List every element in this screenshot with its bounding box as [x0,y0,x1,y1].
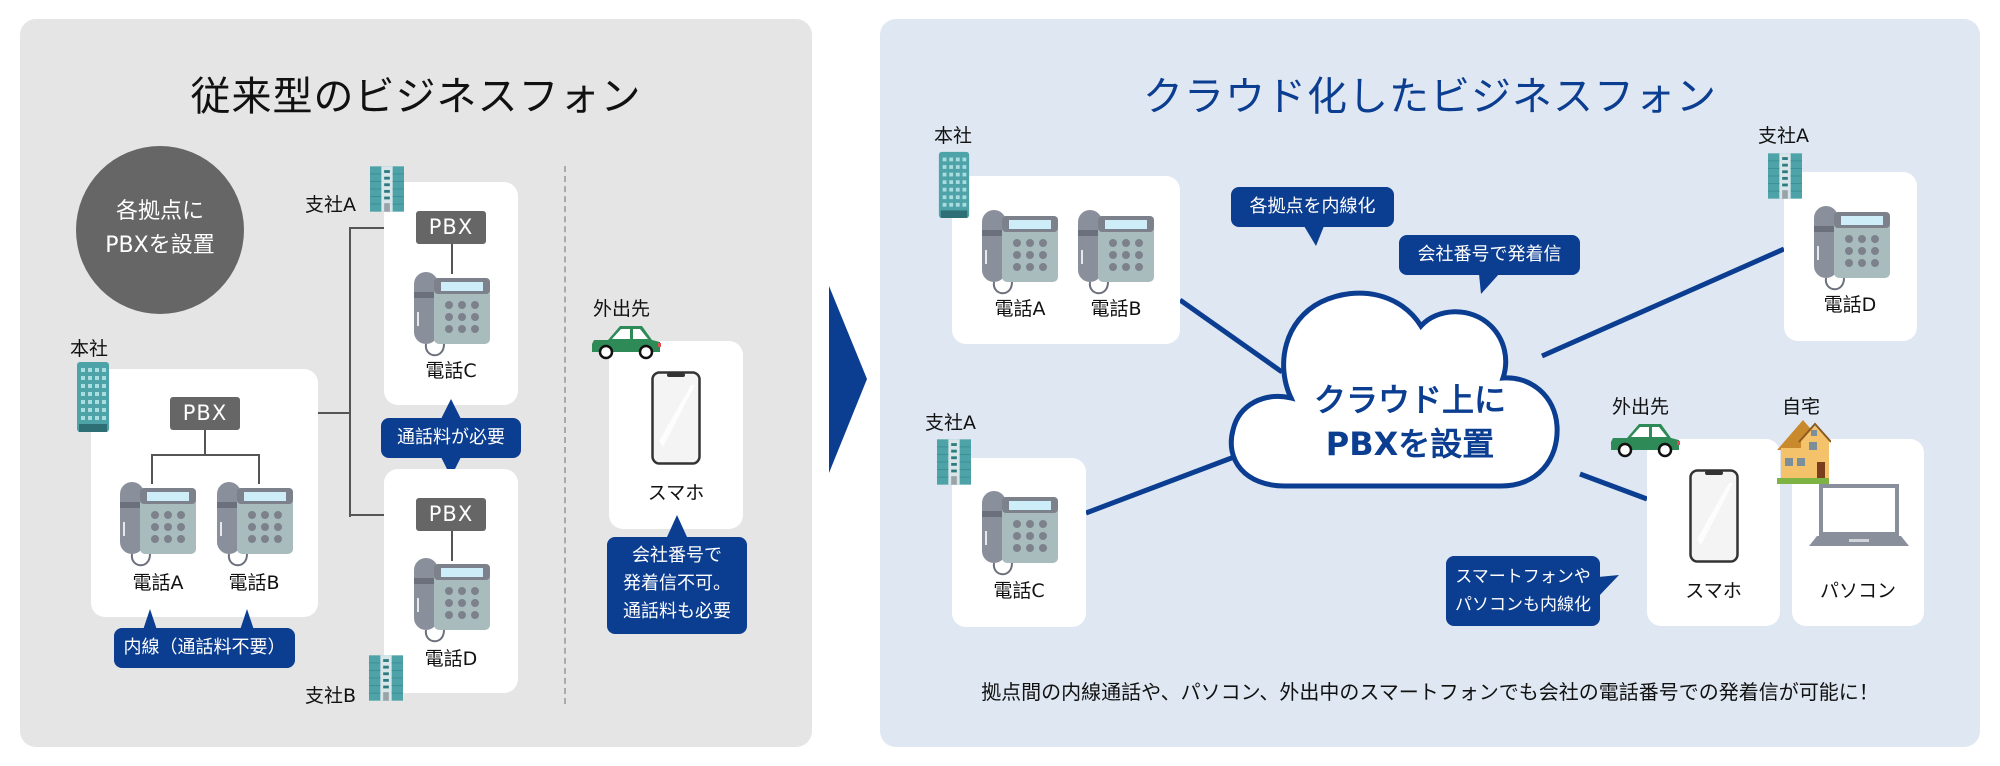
cloud-title: クラウド化したビジネスフォン [1143,74,1717,120]
cloud-phone-c-label: 電話C [993,580,1045,602]
trunk-wire-branch-a [349,227,416,229]
cloud-smartphone-label: スマホ [1685,580,1742,602]
company-number-bubble-pointer [1479,274,1499,294]
phone-c-icon [414,272,490,358]
car-icon [590,320,662,360]
trunk-wire-vertical [349,227,351,517]
cloud-phone-a-icon [982,210,1058,296]
cloud-footer-text: 拠点間の内線通話や、パソコン、外出中のスマートフォンでも会社の電話番号での発着信… [981,680,1879,704]
outside-label: 外出先 [593,298,651,320]
cloud-branch-top-label: 支社A [1758,125,1809,147]
cloud-car-icon [1609,418,1681,458]
line-to-branch-left [1085,448,1251,516]
hq-wire-phone-a [151,454,153,484]
house-icon [1775,418,1831,484]
pbx-per-site-badge: 各拠点に PBXを設置 [76,146,244,314]
cloud-connections [1085,246,1786,516]
trunk-wire-branch-b [349,514,416,516]
phone-b-icon [217,482,293,568]
cloud-phone-a-label: 電話A [994,298,1046,320]
phone-b-label: 電話B [228,572,280,594]
extension-free-bubble: 内線（通話料不要） [114,628,295,668]
cloud-text-line-1: クラウド上に [1313,381,1506,419]
line-to-hq [1178,297,1284,375]
devices-bubble-line-1: スマートフォンや [1455,567,1591,587]
line-to-devices [1579,471,1648,502]
hq-wire-down [204,430,206,455]
traditional-title: 従来型のビジネスフォン [190,74,642,120]
cloud-phone-d-icon [1814,206,1890,292]
branch-a-pbx: PBX [416,211,486,244]
cloud-branch-left-label: 支社A [925,412,976,434]
pc-label: パソコン [1819,580,1896,602]
cloud-phone-d-label: 電話D [1823,294,1877,316]
branch-b-wire [451,531,453,561]
cloud-shape-icon [1228,290,1560,489]
cloud-branch-left-building-icon [937,439,971,485]
cloud-phone-b-label: 電話B [1090,298,1142,320]
cloud-smartphone-icon [1689,469,1739,563]
hq-pbx: PBX [170,397,240,430]
hq-wire-phone-b [258,454,260,484]
hq-label: 本社 [70,338,109,360]
devices-extension-bubble: スマートフォンや パソコンも内線化 [1446,556,1600,626]
branch-a-building-icon [370,166,404,212]
hq-building-icon [77,360,109,432]
branch-a-label: 支社A [305,194,356,216]
cloud-phone-b-icon [1078,210,1154,296]
outside-bubble-pointer [667,515,687,537]
outside-not-possible-bubble: 会社番号で 発着信不可。 通話料も必要 [607,537,747,634]
outside-bubble-line-2: 発着信不可。 [623,573,731,594]
phone-c-label: 電話C [425,360,477,382]
company-number-bubble: 会社番号で発着信 [1399,235,1580,275]
branch-b-label: 支社B [305,685,357,707]
cloud-hq-label: 本社 [934,125,973,147]
extension-bubble-pointer [1304,226,1324,246]
badge-line-1: 各拠点に [115,199,204,224]
phone-d-icon [414,558,490,644]
badge-line-2: PBXを設置 [105,233,215,258]
cloud-phone-c-icon [982,491,1058,577]
laptop-icon [1809,482,1909,548]
devices-bubble-pointer [1598,575,1619,597]
smartphone-label: スマホ [647,482,705,504]
extension-bubble-pointers [143,609,254,630]
cloud-text-line-2: PBXを設置 [1325,425,1495,463]
cloud-hq-building-icon [938,150,970,218]
branch-b-building-icon [369,655,403,701]
cloud-outside-label: 外出先 [1612,396,1670,418]
cloud-pbx-text: クラウド上に PBXを設置 [1270,378,1550,466]
extension-bubble: 各拠点を内線化 [1231,187,1394,227]
phone-a-icon [120,482,196,568]
transition-arrow-icon [829,286,867,473]
cloud-branch-top-building-icon [1768,153,1802,199]
branch-b-pbx: PBX [416,498,486,531]
outside-bubble-line-1: 会社番号で [632,545,722,566]
home-label: 自宅 [1782,396,1821,418]
branch-a-wire [451,244,453,274]
hq-wire-horizontal [151,454,259,456]
phone-a-label: 電話A [132,572,184,594]
dashed-divider [564,166,566,704]
phone-d-label: 電話D [424,648,478,670]
outside-bubble-line-3: 通話料も必要 [623,601,731,622]
line-to-branch-top [1540,246,1786,359]
call-fee-required-bubble: 通話料が必要 [381,418,521,458]
smartphone-icon [651,371,701,465]
devices-bubble-line-2: パソコンも内線化 [1455,595,1591,615]
call-fee-bubble-arrows [441,399,461,477]
